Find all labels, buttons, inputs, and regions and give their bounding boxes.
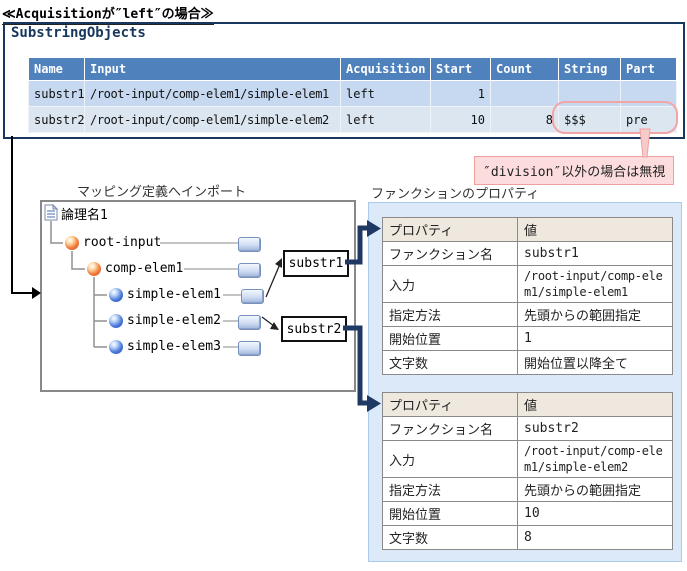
tree-node-label: simple-elem1	[127, 287, 221, 302]
flow-connector-line	[11, 136, 32, 294]
property-name: 入力	[382, 265, 518, 303]
property-name: 開始位置	[382, 326, 518, 351]
blue-sphere-icon	[109, 314, 123, 328]
property-name: 入力	[382, 440, 518, 478]
cell-name: substr1	[28, 80, 85, 107]
property-value: substr2	[517, 416, 673, 441]
page-title: ≪Acquisitionが″left″の場合≫	[2, 3, 214, 25]
property-header-row: プロパティ 値	[382, 392, 673, 417]
column-header-input: Input	[84, 57, 341, 81]
cell-acquisition: left	[340, 80, 431, 107]
table-header-row: Name Input Acquisition Start Count Strin…	[28, 57, 677, 81]
orange-sphere-icon	[65, 236, 79, 250]
function-properties-label: ファンクションのプロパティ	[371, 187, 540, 202]
property-value: /root-input/comp-elem1/simple-elem1	[517, 265, 673, 303]
column-header-count: Count	[490, 57, 559, 81]
property-row: ファンクション名 substr2	[382, 416, 673, 441]
property-name: 指定方法	[382, 477, 518, 502]
tree-node-root-label: 論理名1	[61, 208, 108, 223]
document-icon	[44, 204, 58, 221]
property-row: 入力 /root-input/comp-elem1/simple-elem2	[382, 440, 673, 478]
property-value: 先頭からの範囲指定	[517, 477, 673, 502]
property-name: ファンクション名	[382, 416, 518, 441]
substring-objects-label: SubstringObjects	[11, 25, 146, 41]
cell-start: 10	[430, 106, 491, 133]
mapping-port-button-icon	[241, 289, 264, 304]
property-table-substr2: プロパティ 値 ファンクション名 substr2 入力 /root-input/…	[382, 392, 673, 550]
property-value: 開始位置以降全て	[517, 350, 673, 375]
cell-count	[490, 80, 559, 107]
mapping-port-button-icon	[238, 341, 261, 356]
function-box-substr1: substr1	[283, 250, 349, 277]
property-row: 指定方法 先頭からの範囲指定	[382, 477, 673, 502]
property-value: 1	[517, 326, 673, 351]
property-row: 開始位置 1	[382, 326, 673, 351]
blue-sphere-icon	[109, 288, 123, 302]
property-row: 文字数 開始位置以降全て	[382, 350, 673, 375]
cell-acquisition: left	[340, 106, 431, 133]
property-name: 開始位置	[382, 501, 518, 526]
tree-node-label: comp-elem1	[105, 261, 184, 276]
column-header-start: Start	[430, 57, 491, 81]
property-name: 文字数	[382, 525, 518, 550]
property-value: 先頭からの範囲指定	[517, 302, 673, 327]
table-row-substr1: substr1 /root-input/comp-elem1/simple-el…	[28, 80, 677, 107]
cell-string: $$$	[558, 106, 621, 133]
property-row: 指定方法 先頭からの範囲指定	[382, 302, 673, 327]
cell-name: substr2	[28, 106, 85, 133]
callout-note: ″division″以外の場合は無視	[474, 156, 675, 185]
property-row: 開始位置 10	[382, 501, 673, 526]
mapping-tree-label: マッピング定義へインポート	[77, 185, 247, 200]
column-header-string: String	[558, 57, 621, 81]
tree-node-label: simple-elem2	[127, 313, 221, 328]
table-row-substr2: substr2 /root-input/comp-elem1/simple-el…	[28, 106, 677, 133]
property-value: 10	[517, 501, 673, 526]
property-table-substr1: プロパティ 値 ファンクション名 substr1 入力 /root-input/…	[382, 217, 673, 375]
cell-input: /root-input/comp-elem1/simple-elem1	[84, 80, 341, 107]
value-col-header: 値	[517, 217, 673, 242]
substring-objects-table: Name Input Acquisition Start Count Strin…	[28, 57, 677, 133]
orange-sphere-icon	[87, 262, 101, 276]
property-name: ファンクション名	[382, 241, 518, 266]
property-row: 文字数 8	[382, 525, 673, 550]
property-name: 文字数	[382, 350, 518, 375]
column-header-acquisition: Acquisition	[340, 57, 431, 81]
blue-sphere-icon	[109, 340, 123, 354]
property-value: 8	[517, 525, 673, 550]
highlight-outline	[552, 101, 678, 134]
tree-node-label: root-input	[83, 235, 162, 250]
property-header-row: プロパティ 値	[382, 217, 673, 242]
tree-node-label: simple-elem3	[127, 339, 221, 354]
property-name: 指定方法	[382, 302, 518, 327]
property-value: substr1	[517, 241, 673, 266]
property-value: /root-input/comp-elem1/simple-elem2	[517, 440, 673, 478]
mapping-port-button-icon	[238, 237, 261, 252]
cell-start: 1	[430, 80, 491, 107]
property-col-header: プロパティ	[382, 217, 518, 242]
function-box-substr2: substr2	[281, 316, 347, 342]
column-header-part: Part	[620, 57, 677, 81]
mapping-port-button-icon	[238, 263, 261, 278]
value-col-header: 値	[517, 392, 673, 417]
property-col-header: プロパティ	[382, 392, 518, 417]
mapping-port-button-icon	[238, 315, 261, 330]
column-header-name: Name	[28, 57, 85, 81]
mapping-tree-box	[40, 200, 356, 392]
property-row: ファンクション名 substr1	[382, 241, 673, 266]
property-row: 入力 /root-input/comp-elem1/simple-elem1	[382, 265, 673, 303]
cell-input: /root-input/comp-elem1/simple-elem2	[84, 106, 341, 133]
cell-count: 8	[490, 106, 559, 133]
